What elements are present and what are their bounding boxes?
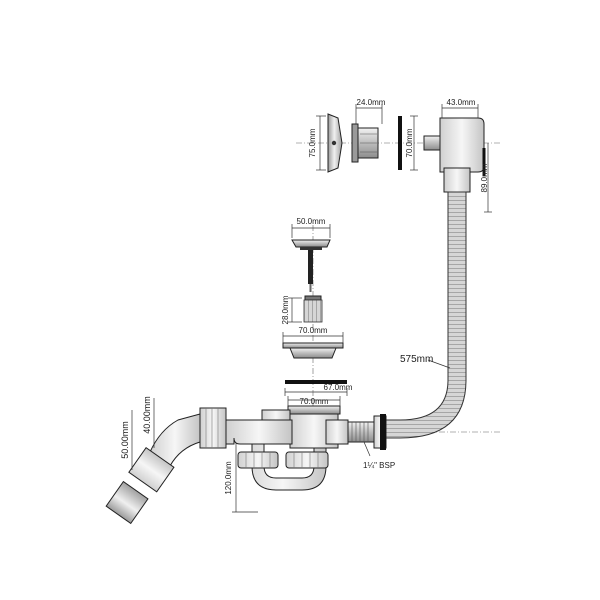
overflow-cover-plate [327,113,343,173]
strainer-spring [303,295,323,323]
dim-overflow-body-width: 43.0mm [441,98,479,118]
dim-waste-flange-width: 70.0mm [282,326,344,343]
dim-label-outlet-inner: 40.00mm [142,396,152,434]
dim-label-overflow-cover-width: 24.0mm [357,98,386,107]
dim-label-overflow-gasket-height: 70.0mm [405,128,414,157]
dim-overflow-cover-width: 24.0mm [355,98,386,124]
thread-leader-line [363,441,371,457]
waste-gasket [285,380,347,384]
dim-strainer-height: 28.0mm [281,295,302,324]
dim-outlet-inner: 40.00mm [142,396,155,448]
pop-up-plug [291,239,331,292]
dim-label-overflow-body-drop: 89.0mm [480,163,489,192]
dim-label-overflow-cover-height: 75.0mm [308,128,317,157]
trap-outlet-pipe [225,409,293,445]
dim-label-overflow-body-width: 43.0mm [447,98,476,107]
dim-overflow-gasket-height: 70.0mm [405,115,418,171]
trap-u-bend [237,431,329,491]
dim-plug-width: 50.0mm [291,217,331,238]
overflow-gasket [398,116,402,170]
dim-label-outlet-outer: 50.00mm [120,421,130,459]
waste-body [287,405,349,449]
dim-outlet-outer: 50.00mm [120,410,133,470]
flexible-hose [384,191,467,439]
dim-label-plug-width: 50.0mm [297,217,326,226]
overflow-body [423,117,486,193]
outlet-elbow [105,407,227,525]
dim-label-gasket-width: 67.0mm [324,383,353,392]
dim-label-trap-height: 120.0mm [224,461,233,495]
dim-trap-height: 120.0mm [224,432,258,513]
dim-label-waste-flange-width: 70.0mm [299,326,328,335]
label-hose-length: 575mm [400,354,433,365]
overflow-screw-boss [351,123,379,163]
dim-waste-body-width: 70.0mm [287,396,341,406]
dim-overflow-body-drop: 89.0mm [480,143,492,213]
hose-leader-line [427,359,451,369]
waste-outlet-spigot [347,421,375,443]
dim-gasket-width: 67.0mm [284,383,353,396]
waste-flange [282,342,344,359]
label-thread-size: 1¼" BSP [363,461,395,470]
hose-connector-nut [373,414,387,450]
dim-label-waste-body-width: 70.0mm [300,397,329,406]
dim-overflow-cover-height: 75.0mm [308,115,326,171]
dim-label-strainer-height: 28.0mm [281,295,290,324]
